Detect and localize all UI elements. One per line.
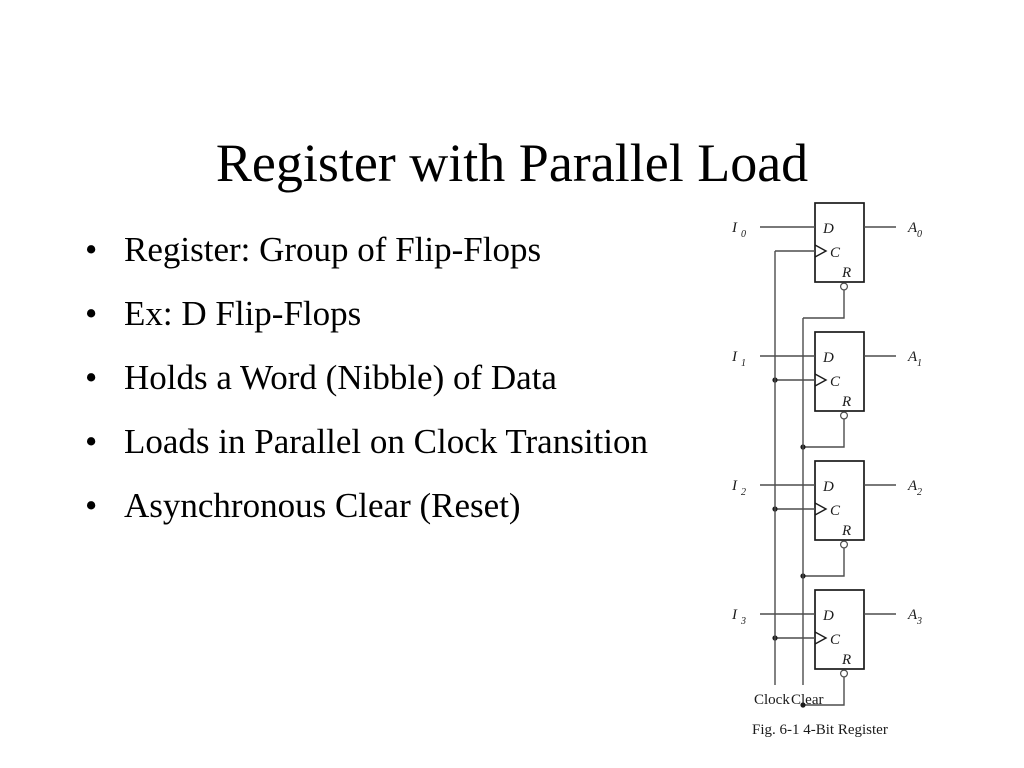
- clock-bus-label: Clock: [754, 692, 790, 708]
- pin-label-r: R: [841, 265, 851, 281]
- pin-label-d: D: [822, 350, 834, 366]
- list-item-text: Holds a Word (Nibble) of Data: [124, 358, 557, 397]
- clear-feed-wire: [803, 290, 845, 319]
- clear-feed-wire: [803, 419, 845, 448]
- pin-label-c: C: [830, 374, 841, 390]
- bullet-list: • Register: Group of Flip-Flops • Ex: D …: [78, 228, 718, 528]
- pin-label-d: D: [822, 479, 834, 495]
- pin-label-r: R: [841, 394, 851, 410]
- list-item-text: Register: Group of Flip-Flops: [124, 230, 542, 269]
- output-label-A2-subscript: 2: [917, 487, 922, 498]
- input-label-I0-subscript: 0: [741, 229, 746, 240]
- bullet-point-icon: •: [85, 486, 98, 525]
- reset-bubble-icon: [840, 669, 849, 678]
- pin-label-d: D: [822, 608, 834, 624]
- input-label-I1-subscript: 1: [741, 358, 746, 369]
- output-label-A0-subscript: 0: [917, 229, 922, 240]
- pin-label-c: C: [830, 632, 841, 648]
- flipflop-box: [814, 202, 865, 283]
- list-item-text: Loads in Parallel on Clock Transition: [124, 422, 649, 461]
- output-label-A1-subscript: 1: [917, 358, 922, 369]
- bullet-point-icon: •: [85, 230, 98, 269]
- reset-bubble-icon: [840, 540, 849, 549]
- clear-bus-label: Clear: [791, 692, 823, 708]
- output-label-A3-base: A: [907, 607, 918, 623]
- list-item: • Loads in Parallel on Clock Transition: [78, 420, 718, 464]
- bullet-point-icon: •: [85, 294, 98, 333]
- input-label-I2-base: I: [731, 478, 738, 494]
- reset-bubble-icon: [840, 282, 849, 291]
- input-label-I0-base: I: [731, 220, 738, 236]
- flipflop-box: [814, 460, 865, 541]
- list-item: • Holds a Word (Nibble) of Data: [78, 356, 718, 400]
- flipflop-box: [814, 589, 865, 670]
- input-label-I1-base: I: [731, 349, 738, 365]
- output-label-A3-subscript: 3: [916, 616, 922, 627]
- flipflop-box: [814, 331, 865, 412]
- input-label-I3-base: I: [731, 607, 738, 623]
- bullet-point-icon: •: [85, 358, 98, 397]
- page-title: Register with Parallel Load: [215, 133, 809, 194]
- input-label-I3-subscript: 3: [740, 616, 746, 627]
- clock-edge-triangle: [814, 373, 828, 387]
- list-item: • Ex: D Flip-Flops: [78, 292, 718, 336]
- pin-label-c: C: [830, 503, 841, 519]
- clock-edge-triangle: [814, 502, 828, 516]
- clear-feed-wire: [803, 677, 845, 706]
- reset-bubble-icon: [840, 411, 849, 420]
- input-label-I2-subscript: 2: [741, 487, 746, 498]
- figure-caption: Fig. 6-1 4-Bit Register: [752, 722, 888, 738]
- list-item: • Asynchronous Clear (Reset): [78, 484, 718, 528]
- output-label-A2-base: A: [907, 478, 918, 494]
- list-item-text: Asynchronous Clear (Reset): [124, 486, 521, 525]
- bullet-point-icon: •: [85, 422, 98, 461]
- list-item-text: Ex: D Flip-Flops: [124, 294, 362, 333]
- clock-edge-triangle: [814, 631, 828, 645]
- output-label-A0-base: A: [907, 220, 918, 236]
- clear-feed-wire: [803, 548, 845, 577]
- clear-bus-junction-dot: [800, 702, 806, 708]
- output-label-A1-base: A: [907, 349, 918, 365]
- pin-label-c: C: [830, 245, 841, 261]
- clock-edge-triangle: [814, 244, 828, 258]
- pin-label-d: D: [822, 221, 834, 237]
- pin-label-r: R: [841, 652, 851, 668]
- list-item: • Register: Group of Flip-Flops: [78, 228, 718, 272]
- pin-label-r: R: [841, 523, 851, 539]
